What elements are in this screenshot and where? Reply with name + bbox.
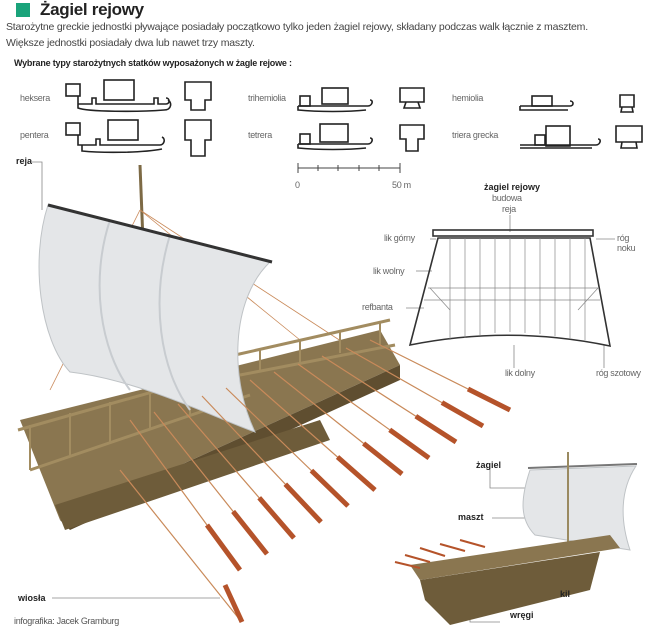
- ship-type-label: trihemiolia: [248, 93, 286, 103]
- small-ship-label-sail: żagiel: [476, 460, 502, 470]
- small-ship-illustration: [394, 452, 638, 625]
- sail-label-head: lik górny: [384, 233, 415, 243]
- ship-type-label: tetrera: [248, 130, 272, 140]
- credit-text: infografika: Jacek Gramburg: [14, 616, 119, 626]
- ship-type-label: triera grecka: [452, 130, 499, 140]
- oar-blade: [222, 583, 245, 624]
- heksera-front-icon: [184, 81, 212, 111]
- sail-diagram-title: żagiel rejowy: [484, 182, 541, 192]
- oar-blade: [204, 523, 243, 572]
- tetrera-front-icon: [399, 124, 425, 152]
- ship-type-label: hemiolia: [452, 93, 484, 103]
- small-ship-label-frames: wręgi: [510, 610, 534, 620]
- trihemiolia-side-icon: [297, 87, 373, 113]
- hemiolia-side-icon: [519, 95, 574, 111]
- oar-blade: [466, 386, 512, 413]
- yard-label: reja: [16, 156, 33, 166]
- small-ship-label-keel: kil: [560, 589, 571, 599]
- pentera-front-icon: [184, 119, 212, 157]
- oar-blade: [335, 455, 377, 492]
- trihemiolia-front-icon: [399, 87, 425, 109]
- oars: [119, 339, 512, 624]
- oar-blade: [231, 509, 269, 556]
- sail-label-foot: lik dolny: [505, 368, 535, 378]
- sail-label-yard: reja: [502, 204, 516, 214]
- sail-diagram-subtitle: budowa: [492, 193, 522, 203]
- triera-grecka-front-icon: [615, 125, 643, 149]
- description-line-1: Starożytne greckie jednostki pływające p…: [6, 21, 588, 33]
- oar-shaft: [119, 469, 241, 621]
- ship-type-label: pentera: [20, 130, 49, 140]
- oar-blade: [440, 400, 485, 429]
- oar-blade: [283, 482, 323, 524]
- scale-bar: [297, 163, 401, 173]
- tetrera-side-icon: [297, 123, 373, 151]
- brand-logo-icon: [16, 3, 30, 17]
- sail-structure-diagram: [408, 229, 612, 348]
- scale-end-label: 50 m: [392, 180, 411, 190]
- sail-label-reef-band: refbanta: [362, 302, 393, 312]
- yard-leader-line: [32, 161, 43, 210]
- sail-label-clew: róg szotowy: [596, 368, 641, 378]
- triera-grecka-side-icon: [520, 125, 601, 149]
- ship-silhouettes: [65, 79, 643, 157]
- ship-types-heading: Wybrane typy starożytnych statków wyposa…: [14, 58, 292, 68]
- oar-blade: [362, 441, 404, 476]
- oar-blade: [414, 414, 458, 445]
- oar-blade: [257, 496, 296, 540]
- page-title: Żagiel rejowy: [40, 0, 144, 19]
- scale-start-label: 0: [295, 180, 300, 190]
- heksera-side-icon: [65, 79, 172, 113]
- description-line-2: Większe jednostki posiadały dwa lub nawe…: [6, 37, 255, 49]
- oars-label: wiosła: [18, 593, 46, 603]
- oar-blade: [309, 468, 350, 508]
- small-ship-label-mast: maszt: [458, 512, 484, 522]
- main-ship-illustration: [17, 164, 512, 624]
- hemiolia-front-icon: [619, 94, 635, 113]
- sail-label-peak: róg noku: [617, 233, 636, 253]
- oar-blade: [388, 427, 431, 461]
- pentera-side-icon: [65, 119, 165, 154]
- sail-label-leech: lik wolny: [373, 266, 405, 276]
- ship-type-label: heksera: [20, 93, 50, 103]
